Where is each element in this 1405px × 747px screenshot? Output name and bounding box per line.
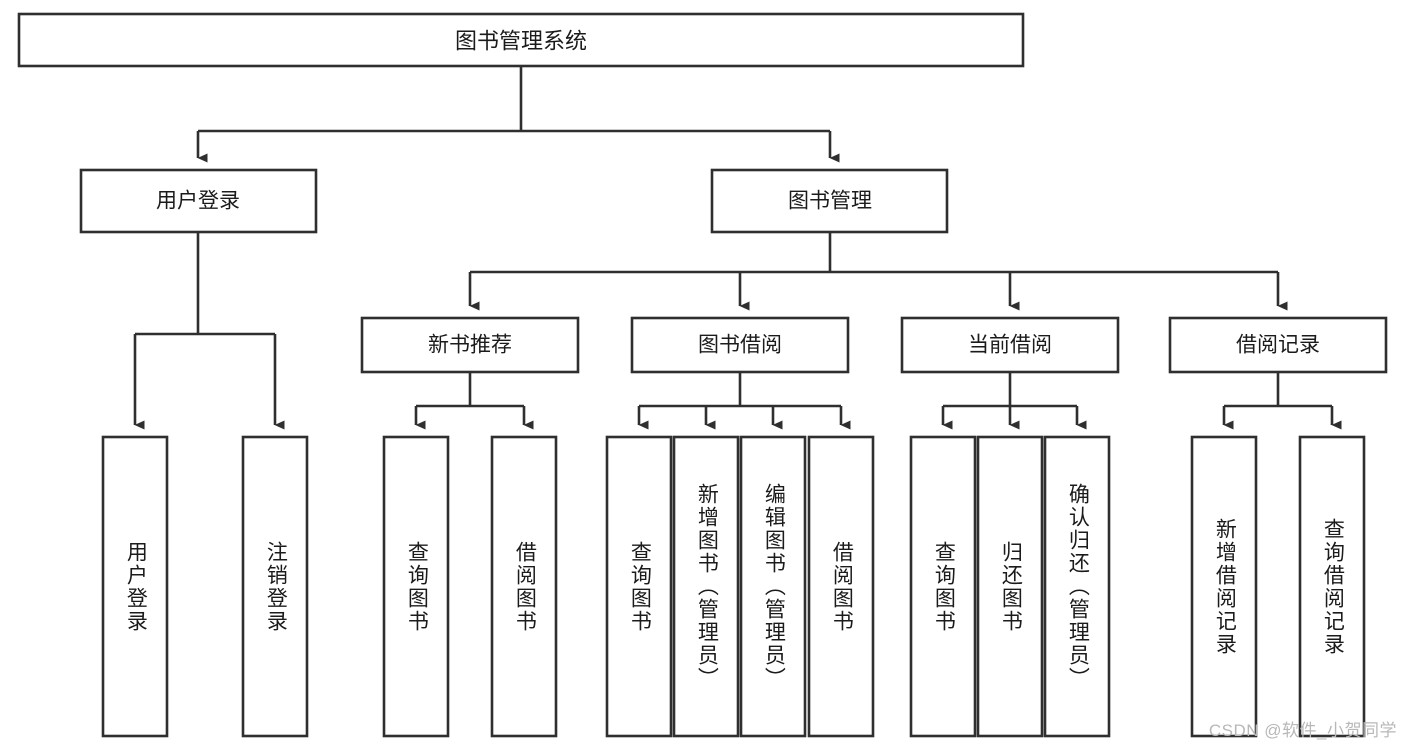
leaf-box-user-login-0[interactable] (101, 435, 169, 738)
node-current-borrow-label: 当前借阅 (968, 334, 1052, 357)
node-borrow-record-label: 借阅记录 (1236, 334, 1320, 357)
node-book-management[interactable]: 图书管理 (710, 168, 949, 234)
node-new-book-recommend-box (360, 316, 580, 374)
leaf-box-current-borrow-0[interactable] (909, 435, 977, 738)
leaf-box-new-book-recommend-0[interactable] (382, 435, 450, 738)
connector-current-borrow-to-leaves (941, 372, 1087, 430)
node-book-borrow[interactable]: 图书借阅 (630, 316, 850, 374)
leaf-box-current-borrow-1[interactable] (976, 435, 1044, 738)
node-root-box (17, 12, 1025, 68)
leaf-box-new-book-recommend-1[interactable] (490, 435, 558, 738)
connector-borrow-record-to-leaves (1222, 372, 1342, 430)
leaf-box-book-borrow-3[interactable] (807, 435, 875, 738)
node-new-book-recommend-label: 新书推荐 (428, 334, 512, 357)
connector-new-book-recommend-to-leaves (414, 372, 534, 430)
node-borrow-record[interactable]: 借阅记录 (1168, 316, 1388, 374)
leaf-box-current-borrow-2[interactable] (1043, 435, 1111, 738)
connector-book-borrow-to-leaves (637, 372, 851, 430)
node-book-management-label: 图书管理 (788, 190, 872, 213)
leaf-box-borrow-record-1[interactable] (1298, 435, 1366, 738)
watermark: CSDN @软件_小贺同学 (1208, 721, 1397, 740)
connector-user-login-to-leaves (133, 232, 285, 430)
connector-root-to-level2 (196, 66, 840, 163)
leaf-box-borrow-record-0[interactable] (1190, 435, 1258, 738)
node-user-login[interactable]: 用户登录 (79, 168, 318, 234)
leaf-box-user-login-1[interactable] (241, 435, 309, 738)
connector-book-management-to-level3 (468, 232, 1288, 311)
leaf-box-book-borrow-1[interactable] (672, 435, 740, 738)
node-user-login-box (79, 168, 318, 234)
node-root[interactable]: 图书管理系统 (17, 12, 1025, 68)
node-user-login-label: 用户登录 (156, 190, 240, 213)
node-current-borrow[interactable]: 当前借阅 (900, 316, 1120, 374)
leaf-box-book-borrow-2[interactable] (739, 435, 807, 738)
node-root-label: 图书管理系统 (455, 29, 587, 54)
node-book-borrow-label: 图书借阅 (698, 334, 782, 357)
node-new-book-recommend[interactable]: 新书推荐 (360, 316, 580, 374)
node-current-borrow-box (900, 316, 1120, 374)
leaf-box-book-borrow-0[interactable] (605, 435, 673, 738)
